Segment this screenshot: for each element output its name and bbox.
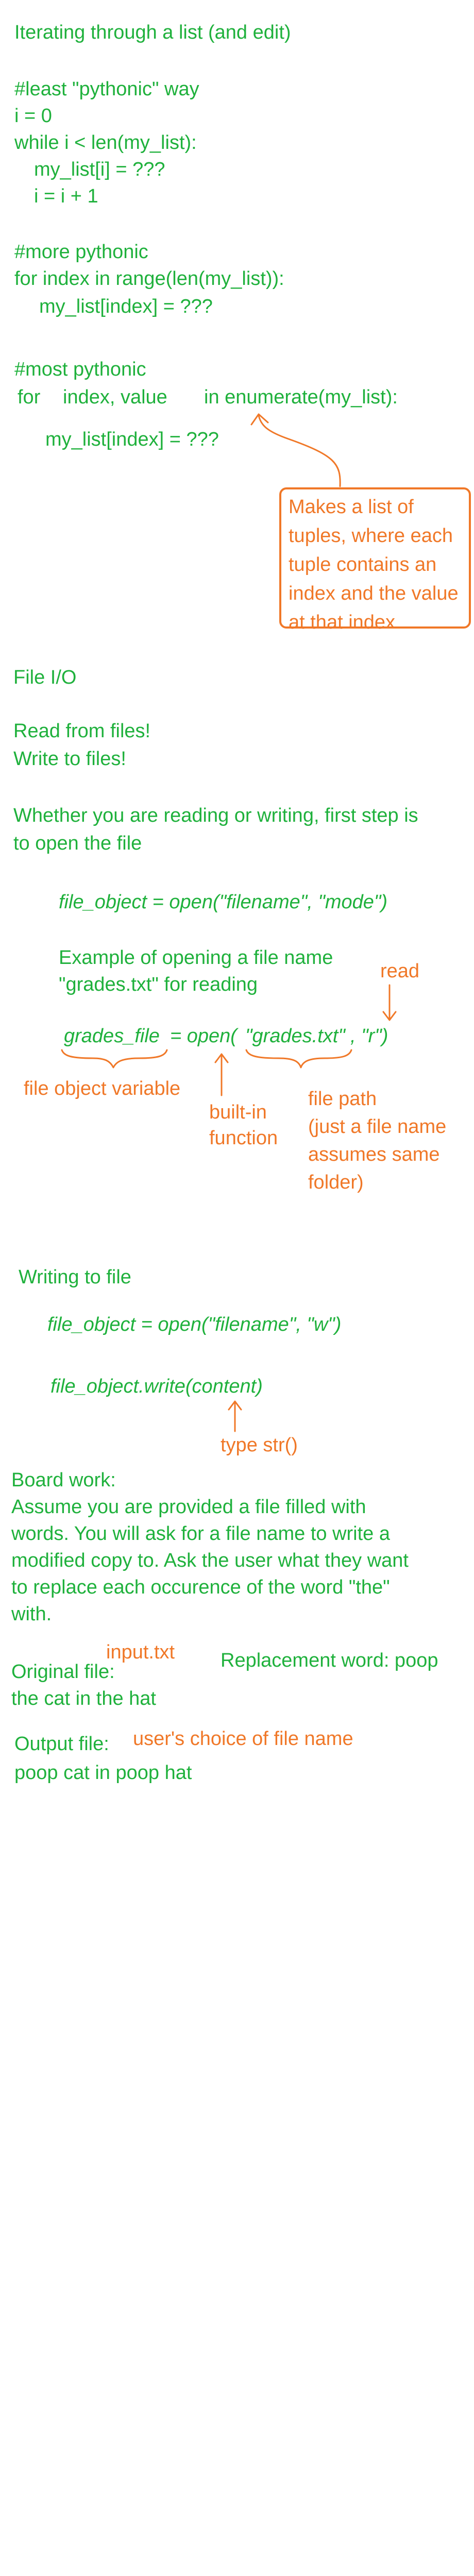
board-title: Board work:: [11, 1469, 116, 1491]
open-syntax: file_object = open("filename", "mode"): [59, 891, 388, 913]
code-line: my_list[i] = ???: [34, 159, 165, 180]
text-open-line-2: to open the file: [13, 833, 142, 854]
section-title-writing: Writing to file: [19, 1266, 131, 1288]
output-file-text: poop cat in poop hat: [14, 1762, 192, 1784]
annotation-builtin-1: built-in: [209, 1101, 267, 1123]
board-line: with.: [11, 1603, 52, 1625]
example-line-2: "grades.txt" for reading: [59, 974, 258, 995]
annotation-read: read: [380, 960, 420, 982]
code-mode: , "r"): [350, 1025, 388, 1047]
code-file-path: "grades.txt": [245, 1025, 345, 1047]
path-brace: [245, 1049, 352, 1069]
text-write: Write to files!: [13, 748, 126, 770]
example-line-1: Example of opening a file name: [59, 947, 333, 969]
comment-most-pythonic: #most pythonic: [14, 359, 146, 380]
builtin-arrowhead: [214, 1053, 229, 1063]
annotation-file-path-4: folder): [308, 1172, 364, 1193]
board-line: to replace each occurence of the word "t…: [11, 1577, 390, 1598]
code-enumerate: in enumerate(my_list):: [204, 386, 398, 408]
annotation-input-txt: input.txt: [106, 1641, 175, 1663]
code-loop-vars: index, value: [63, 386, 167, 408]
original-file-label: Original file:: [11, 1661, 115, 1683]
section-title-file-io: File I/O: [13, 667, 77, 688]
annotation-builtin-2: function: [209, 1127, 278, 1149]
annotation-file-object-variable: file object variable: [24, 1078, 181, 1099]
open-write-syntax: file_object = open("filename", "w"): [47, 1314, 342, 1335]
code-grades-file-var: grades_file: [64, 1025, 160, 1047]
code-open-call: = open(: [170, 1025, 237, 1047]
code-line: while i < len(my_list):: [14, 132, 197, 154]
code-line: for index in range(len(my_list)):: [14, 268, 284, 290]
callout-pointer: [258, 414, 341, 487]
type-arrowhead: [228, 1400, 242, 1411]
code-line: i = i + 1: [34, 185, 98, 207]
enumerate-callout: Makes a list of tuples, where each tuple…: [279, 487, 471, 633]
board-line: modified copy to. Ask the user what they…: [11, 1550, 409, 1571]
annotation-file-path-1: file path: [308, 1088, 377, 1110]
annotation-output-name: user's choice of file name: [133, 1728, 353, 1750]
output-file-label: Output file:: [14, 1733, 109, 1755]
comment-least-pythonic: #least "pythonic" way: [14, 78, 199, 100]
code-line: i = 0: [14, 105, 52, 127]
write-call: file_object.write(content): [50, 1376, 263, 1397]
code-line: my_list[index] = ???: [39, 296, 213, 317]
read-arrowhead: [382, 1011, 397, 1021]
callout-arrowhead: [250, 413, 269, 426]
original-file-text: the cat in the hat: [11, 1688, 156, 1709]
board-line: words. You will ask for a file name to w…: [11, 1523, 391, 1545]
replacement-word: Replacement word: poop: [221, 1650, 438, 1671]
text-read: Read from files!: [13, 720, 151, 742]
annotation-type-str: type str(): [221, 1434, 298, 1456]
text-open-line-1: Whether you are reading or writing, firs…: [13, 805, 418, 826]
code-line: my_list[index] = ???: [45, 429, 219, 450]
var-brace: [61, 1049, 168, 1069]
section-title-iterating: Iterating through a list (and edit): [14, 22, 291, 43]
code-keyword-for: for: [18, 386, 41, 408]
annotation-file-path-3: assumes same: [308, 1144, 440, 1165]
annotation-file-path-2: (just a file name: [308, 1116, 447, 1138]
board-line: Assume you are provided a file filled wi…: [11, 1496, 366, 1518]
comment-more-pythonic: #more pythonic: [14, 241, 148, 263]
